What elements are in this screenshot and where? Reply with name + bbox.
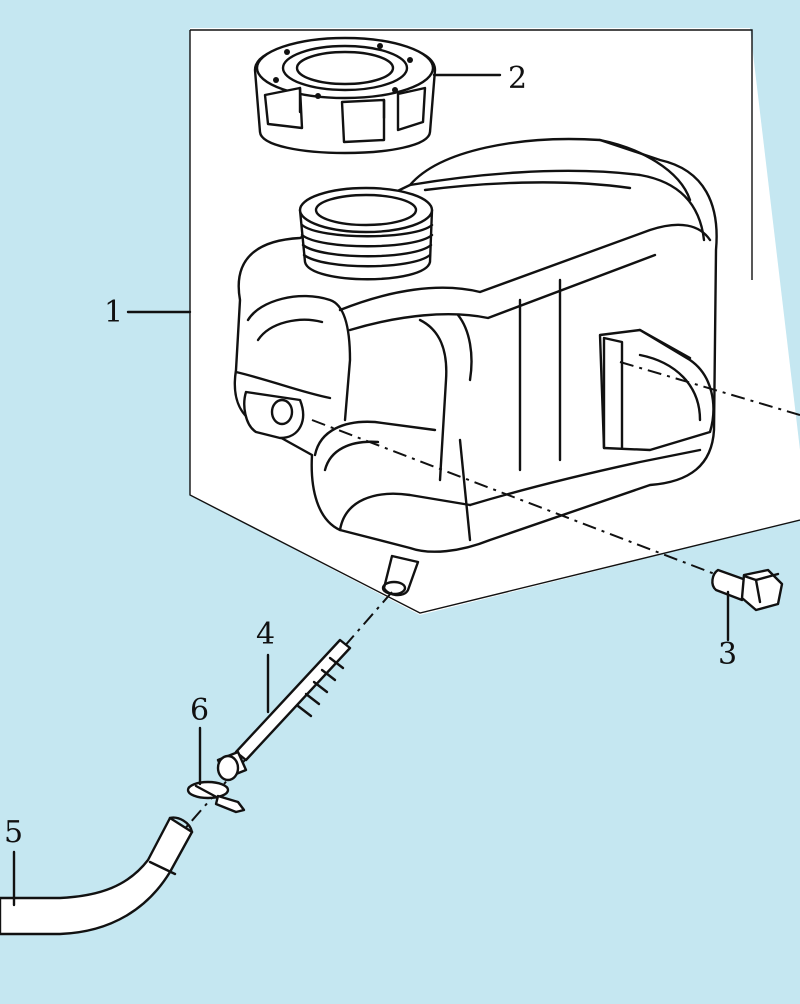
callout-5: 5: [4, 815, 23, 850]
assembly-line-right: [619, 361, 800, 416]
callout-4: 4: [256, 617, 275, 652]
panel-outline: [189, 30, 800, 614]
callout-1: 1: [104, 295, 123, 330]
overflow-hose: [0, 816, 194, 936]
outlet-stem: [216, 638, 352, 782]
flange-bolt: [711, 568, 784, 612]
callout-2: 2: [508, 61, 527, 96]
filler-cap: [253, 36, 437, 155]
panel-top-edge: [190, 29, 753, 280]
callout-6: 6: [190, 693, 209, 728]
tank-filler-neck: [298, 186, 434, 281]
hose-clip: [186, 780, 246, 814]
tank-outlet-spigot: [381, 554, 420, 597]
callout-3: 3: [718, 637, 737, 672]
